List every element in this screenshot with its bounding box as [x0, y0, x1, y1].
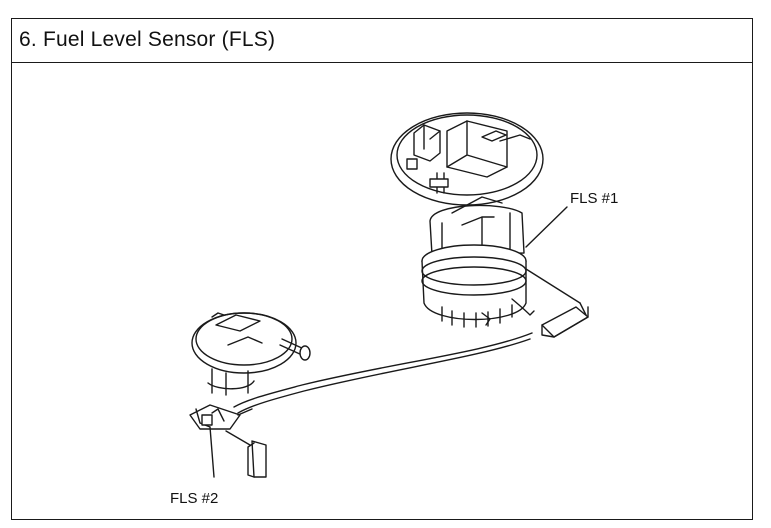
title-bar: 6. Fuel Level Sensor (FLS)	[12, 19, 752, 63]
wire-harness	[233, 332, 533, 408]
sub-pump-module	[189, 312, 311, 478]
fuel-pump-diagram: FLS #1 FLS #2	[170, 112, 618, 507]
fls2-label: FLS #2	[170, 490, 218, 507]
fls1-leader-line	[525, 206, 568, 248]
section-title: 6. Fuel Level Sensor (FLS)	[19, 28, 276, 51]
fls1-label: FLS #1	[570, 190, 618, 207]
main-pump-module	[390, 112, 589, 338]
figure-frame: 6. Fuel Level Sensor (FLS)	[11, 18, 753, 520]
fls2-leader-line	[209, 426, 215, 478]
